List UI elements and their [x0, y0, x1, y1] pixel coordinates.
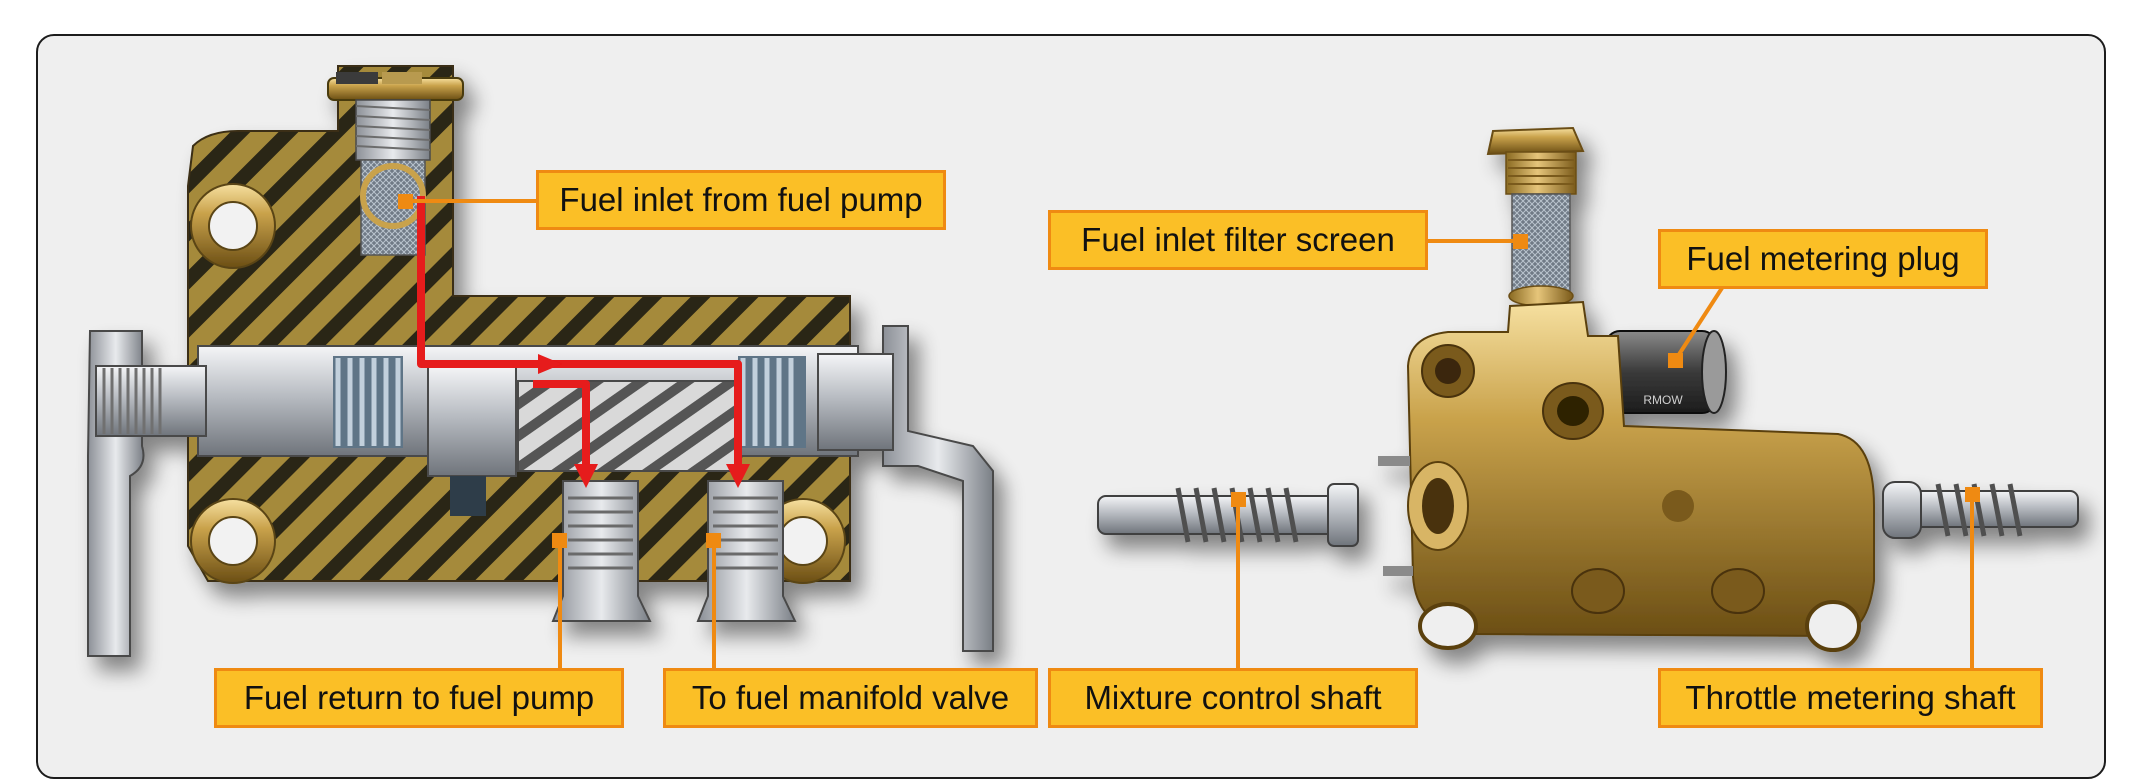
callout-mixture-control-shaft: Mixture control shaft: [1048, 668, 1418, 728]
fuel-control-illustration: RMOW: [87, 65, 2079, 671]
outlet-fitting: [551, 480, 797, 622]
filter-screen-part: [1486, 126, 1585, 307]
fuel-flow-arrow: [417, 196, 742, 466]
callout-fuel-inlet-filter-screen: Fuel inlet filter screen: [1048, 210, 1428, 270]
leader-lines: [398, 194, 1980, 671]
callout-fuel-return-to-pump: Fuel return to fuel pump: [214, 668, 624, 728]
cutaway-assembly: [87, 65, 994, 657]
bolt-hole-icon: [190, 183, 846, 584]
diagram-frame: RMOW: [36, 34, 2106, 779]
exploded-assembly: RMOW: [1097, 126, 2079, 652]
callout-to-fuel-manifold-valve: To fuel manifold valve: [663, 668, 1038, 728]
throttle-shaft-part: [1882, 481, 2079, 539]
callout-fuel-inlet-from-pump: Fuel inlet from fuel pump: [536, 170, 946, 230]
callout-throttle-metering-shaft: Throttle metering shaft: [1658, 668, 2043, 728]
metering-plug-part: RMOW: [1605, 330, 1727, 414]
callout-fuel-metering-plug: Fuel metering plug: [1658, 229, 1988, 289]
fuel-control-body: [1378, 300, 1875, 652]
mixture-shaft-part: [1097, 483, 1359, 547]
right-lever: [882, 325, 994, 652]
part-marking: RMOW: [1643, 393, 1683, 407]
